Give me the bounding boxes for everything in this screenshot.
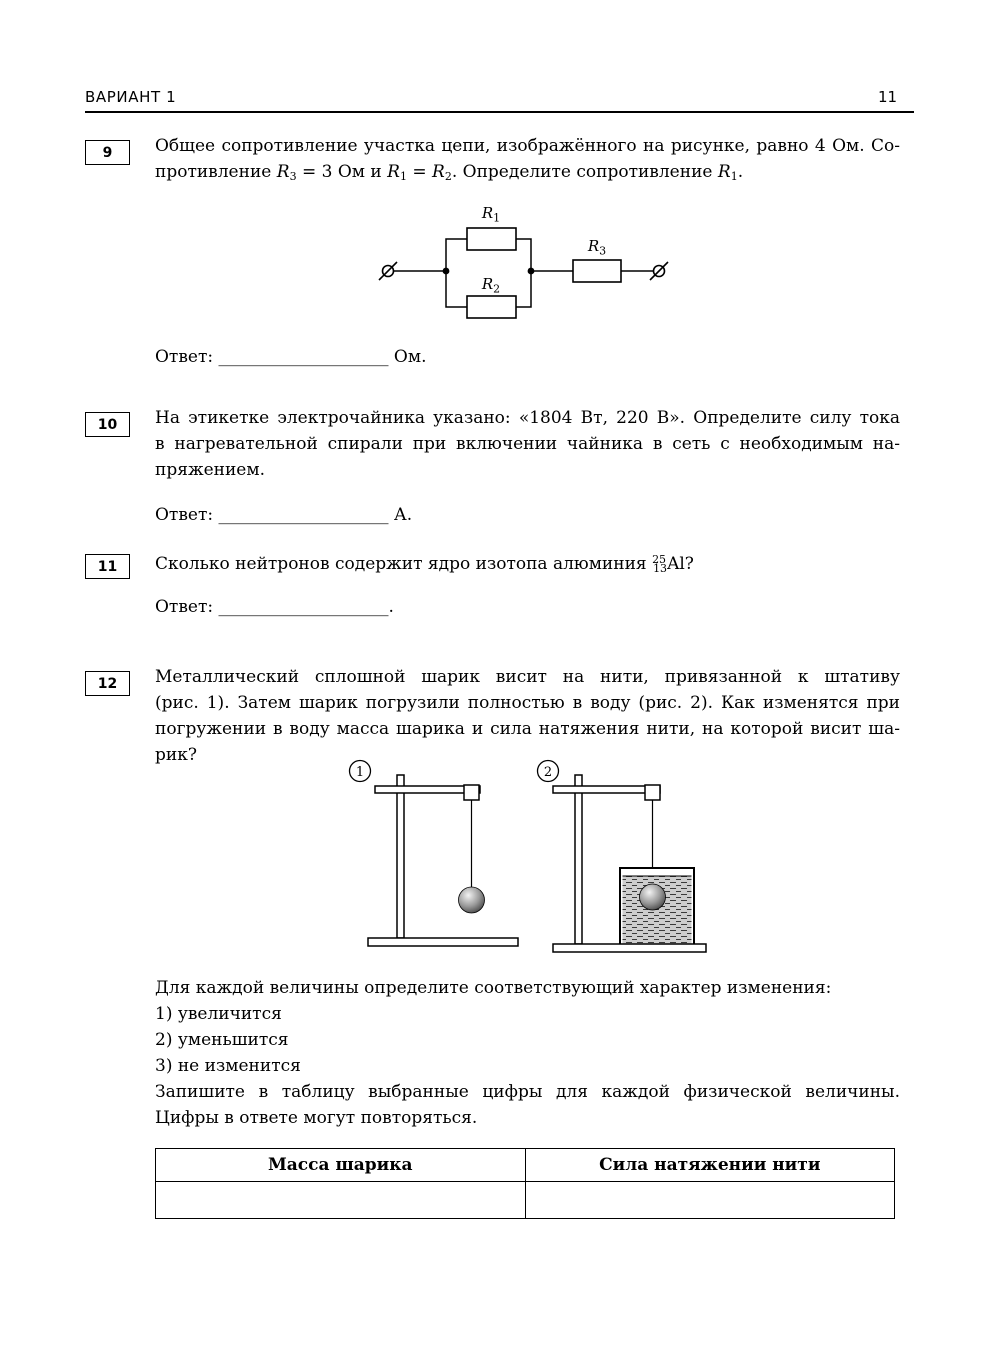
question-11-number-box: 11 bbox=[85, 554, 130, 579]
question-10-answer-line: Ответ: ____________________ А. bbox=[155, 505, 413, 525]
answer-table-input-row bbox=[155, 1181, 895, 1219]
junction-node-right bbox=[527, 267, 535, 275]
ball-submerged bbox=[639, 883, 666, 911]
stand-arm bbox=[374, 785, 481, 794]
question-9-number-box: 9 bbox=[85, 140, 130, 165]
header-rule bbox=[85, 111, 914, 113]
question-12-text: Металлический сплошной шарик висит на ни… bbox=[155, 667, 900, 765]
stand-rod bbox=[574, 774, 583, 945]
question-9-text: Общее сопротивление участка цепи, изобра… bbox=[155, 136, 900, 183]
right-terminal-icon bbox=[649, 261, 669, 281]
question-11-text: Сколько нейтронов содержит ядро изотопа … bbox=[155, 553, 694, 575]
figure-1-number-circle bbox=[348, 759, 372, 783]
resistor-r1 bbox=[466, 227, 517, 251]
circuit-wires bbox=[394, 238, 653, 308]
stand-base bbox=[367, 937, 519, 947]
table-cell-tension bbox=[524, 1181, 895, 1219]
answer-table: Масса шарика Сила натяжении нити bbox=[155, 1148, 895, 1219]
question-12-number-box: 12 bbox=[85, 671, 130, 696]
figure-2-number-circle bbox=[536, 759, 560, 783]
question-9-answer-line: Ответ: ____________________ Ом. bbox=[155, 347, 427, 367]
experiment-figure: 1 2 bbox=[348, 759, 707, 953]
resistor-r2 bbox=[466, 295, 517, 319]
table-cell-mass bbox=[155, 1181, 526, 1219]
resistor-r3-label: R3 bbox=[587, 237, 606, 258]
stand-rod bbox=[396, 774, 405, 939]
junction-node-left bbox=[442, 267, 450, 275]
header-variant-label: ВАРИАНТ 1 bbox=[85, 88, 177, 106]
table-header-tension: Сила натяжении нити bbox=[524, 1148, 895, 1182]
clamp bbox=[644, 784, 661, 801]
clamp bbox=[463, 784, 480, 801]
figure-1-number: 1 bbox=[356, 765, 364, 780]
figure-2-number: 2 bbox=[544, 765, 552, 780]
stand-arm bbox=[552, 785, 661, 794]
resistor-r3 bbox=[572, 259, 622, 283]
stand-base bbox=[552, 943, 707, 953]
figure-1-stand: 1 bbox=[348, 759, 519, 947]
question-12-instructions: Для каждой величины определите соответст… bbox=[155, 978, 900, 1128]
figure-2-stand: 2 bbox=[536, 759, 707, 953]
question-11-answer-line: Ответ: ____________________. bbox=[155, 597, 394, 617]
question-10-text: На этикетке электрочайника указано: «180… bbox=[155, 408, 900, 480]
left-terminal-icon bbox=[378, 261, 398, 281]
page-number: 11 bbox=[878, 88, 898, 106]
answer-table-header-row: Масса шарика Сила натяжении нити bbox=[155, 1148, 895, 1182]
ball bbox=[458, 886, 485, 914]
table-header-mass: Масса шарика bbox=[155, 1148, 526, 1182]
resistor-r1-label: R1 bbox=[481, 204, 500, 225]
question-10-number-box: 10 bbox=[85, 412, 130, 437]
resistor-r2-label: R2 bbox=[481, 275, 500, 296]
circuit-diagram: R1 R2 R3 bbox=[378, 204, 669, 319]
